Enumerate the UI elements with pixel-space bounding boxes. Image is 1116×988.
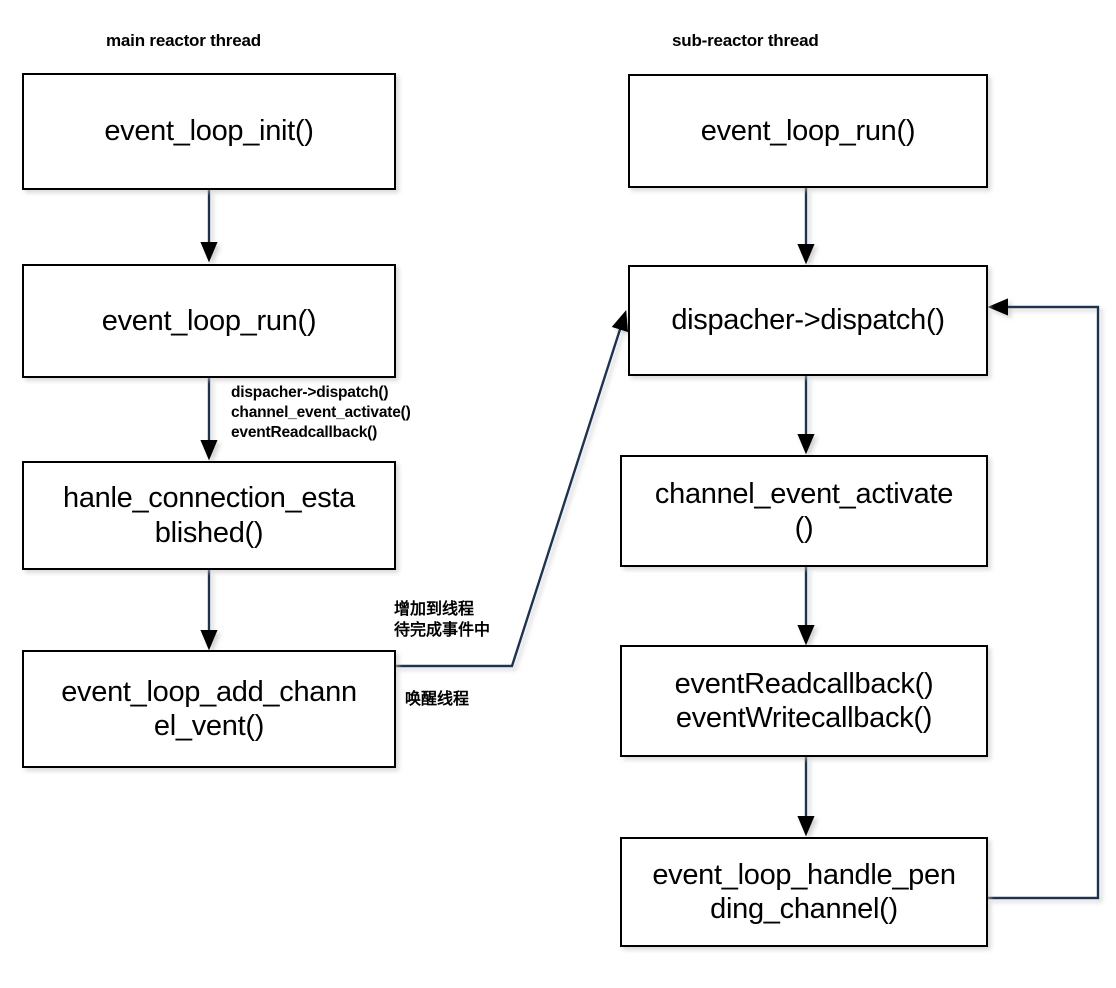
node-channel-event-activate-label: channel_event_activate () (654, 477, 954, 544)
node-event-loop-run-sub[interactable]: event_loop_run() (628, 74, 988, 188)
node-event-loop-add-channel-event-label: event_loop_add_chann el_vent() (61, 675, 357, 742)
node-event-read-write-callback-label: eventReadcallback() eventWritecallback() (674, 667, 934, 734)
node-dispacher-dispatch-label: dispacher->dispatch() (671, 304, 945, 337)
node-event-loop-handle-pending-channel-label: event_loop_handle_pen ding_channel() (652, 858, 956, 925)
node-event-loop-run-main[interactable]: event_loop_run() (22, 264, 396, 378)
node-dispacher-dispatch[interactable]: dispacher->dispatch() (628, 265, 988, 376)
edge-label-wakeup-thread: 唤醒线程 (405, 691, 470, 708)
node-event-loop-handle-pending-channel[interactable]: event_loop_handle_pen ding_channel() (620, 837, 988, 947)
node-event-loop-init-label: event_loop_init() (104, 115, 314, 148)
node-event-loop-run-sub-label: event_loop_run() (700, 114, 916, 147)
node-handle-connection-established-label: hanle_connection_esta blished() (63, 482, 355, 549)
node-event-read-write-callback[interactable]: eventReadcallback() eventWritecallback() (620, 645, 988, 757)
node-handle-connection-established[interactable]: hanle_connection_esta blished() (22, 461, 396, 570)
edge-label-main-dispatch-chain: dispacher->dispatch() channel_event_acti… (231, 384, 411, 441)
edge-label-add-to-pending: 增加到线程 待完成事件中 (394, 601, 491, 639)
edge-pending-back-to-dispatch (987, 298, 1100, 900)
node-channel-event-activate[interactable]: channel_event_activate () (620, 455, 988, 567)
node-event-loop-init[interactable]: event_loop_init() (22, 73, 396, 190)
node-event-loop-add-channel-event[interactable]: event_loop_add_chann el_vent() (22, 650, 396, 768)
node-event-loop-run-main-label: event_loop_run() (101, 304, 317, 337)
column-header-main-reactor-thread: main reactor thread (106, 31, 261, 50)
column-header-sub-reactor-thread: sub-reactor thread (672, 31, 819, 50)
